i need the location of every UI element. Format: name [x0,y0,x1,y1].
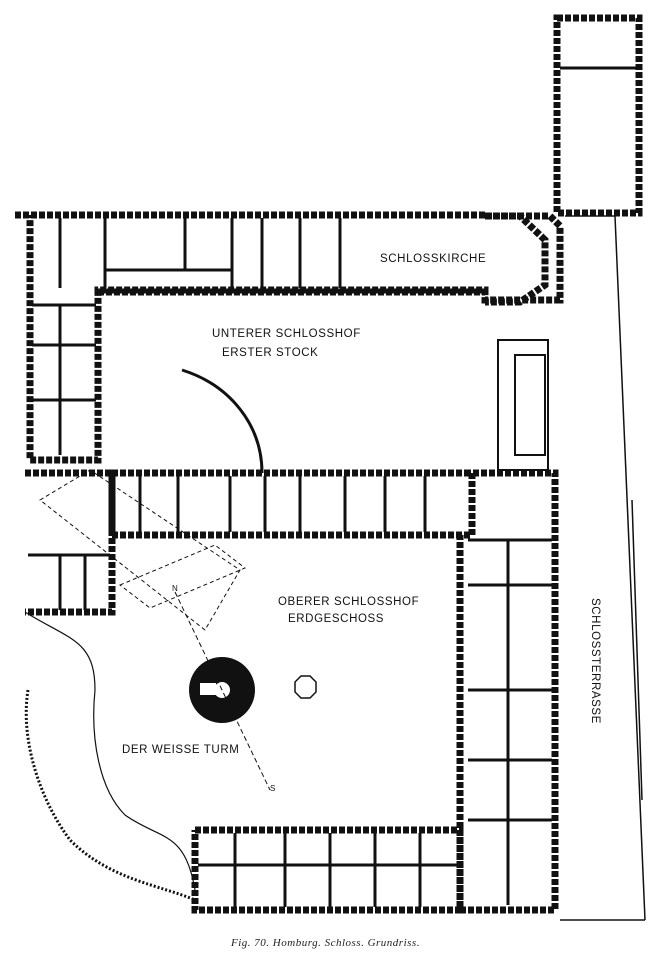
floor-plan [15,14,646,921]
label-oberer-hof: OBERER SCHLOSSHOF [278,596,420,608]
middle-wing [108,469,476,539]
garden-edge [24,611,196,891]
label-erdgeschoss: ERDGESCHOSS [288,613,385,625]
label-south: S [270,784,276,793]
label-weisse-turm: DER WEISSE TURM [122,744,240,756]
label-schlossterrasse: SCHLOSSTERRASSE [589,598,601,724]
label-erster-stock: ERSTER STOCK [222,347,319,359]
label-schlosskirche: SCHLOSSKIRCHE [380,253,487,265]
east-wing [456,469,559,914]
northeast-tower [553,14,643,217]
label-north: N [172,584,179,593]
east-annex [497,339,549,471]
south-wing [191,826,464,914]
former-building-outline [39,469,241,631]
north-south-line [174,591,271,791]
fountain [294,675,317,699]
curved-ramp [181,368,264,474]
chapel-apse [485,212,549,306]
west-rooms [25,469,116,616]
figure-caption: Fig. 70. Homburg. Schloss. Grundriss. [231,937,420,949]
label-unterer-hof: UNTERER SCHLOSSHOF [212,328,361,340]
